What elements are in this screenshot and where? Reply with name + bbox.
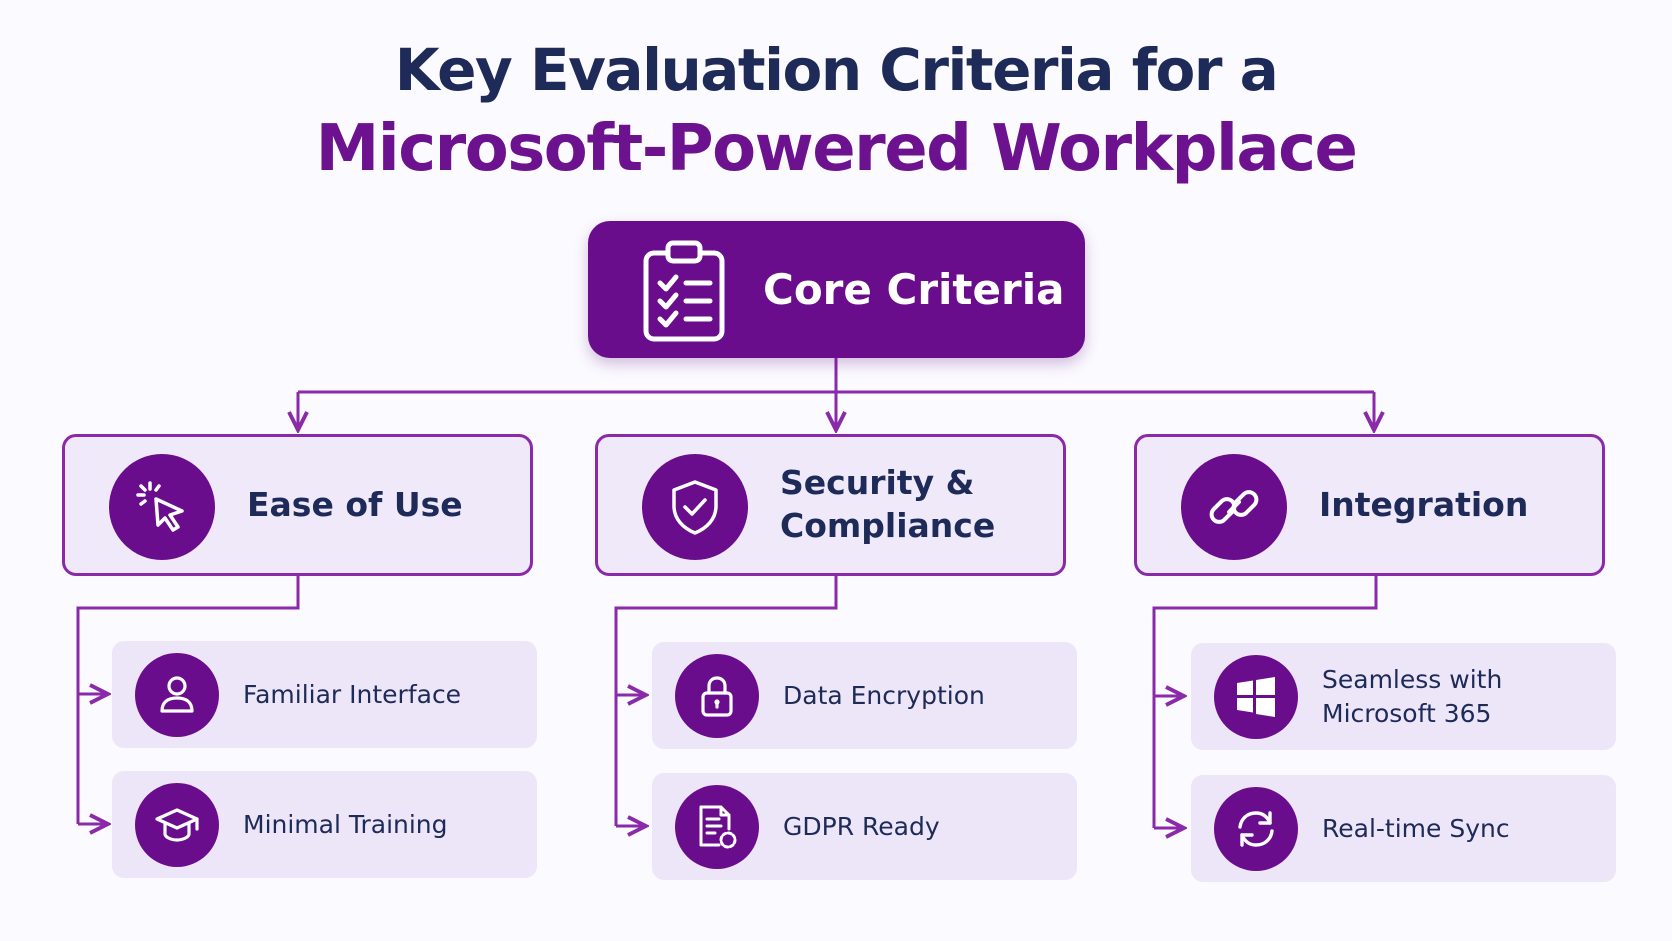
criterion-label-line-1: Ease of Use [247,484,463,524]
sub-item-icon-circle [1214,787,1298,871]
criterion-card-integration: Integration [1134,434,1605,576]
sub-item-seamless-microsoft-365: Seamless with Microsoft 365 [1191,643,1616,750]
criterion-label: Security & Compliance [780,437,1060,573]
criterion-label: Integration [1319,437,1599,573]
sub-item-label-line-1: Data Encryption [783,680,985,710]
page-title-line-1: Key Evaluation Criteria for a [394,36,1279,104]
sub-item-real-time-sync: Real-time Sync [1191,775,1616,882]
integration-icon-circle [1181,454,1287,560]
padlock-icon [701,676,733,717]
shield-check-icon [672,480,718,535]
sub-item-label-line-1: GDPR Ready [783,811,940,841]
sub-item-icon-circle [1214,655,1298,739]
graduation-cap-icon [155,808,199,842]
criterion-card-ease-of-use: Ease of Use [62,434,533,576]
clipboard-checklist-icon [643,240,725,342]
page-title-line-2: Microsoft-Powered Workplace [315,112,1358,186]
user-icon [160,676,194,713]
criterion-label: Ease of Use [247,437,527,573]
sub-item-label: Familiar Interface [243,641,533,748]
sub-item-label: Minimal Training [243,771,533,878]
connector-security-branch [614,576,838,826]
windows-logo-icon [1237,677,1275,717]
sub-item-label: Data Encryption [783,642,1073,749]
core-criteria-label: Core Criteria [763,265,1065,314]
chain-link-icon [1209,490,1259,524]
criterion-label-line-1: Security & [780,463,975,503]
sub-item-data-encryption: Data Encryption [652,642,1077,749]
sub-item-label: Real-time Sync [1322,775,1612,882]
connector-integration-branch [1152,576,1378,828]
sub-item-gdpr-ready: GDPR Ready [652,773,1077,880]
connector-ease-branch [76,576,300,824]
ease-of-use-icon-circle [109,454,215,560]
sub-item-icon-circle [675,654,759,738]
sub-item-label-line-1: Familiar Interface [243,679,462,709]
sub-item-icon-circle [135,783,219,867]
sub-item-minimal-training: Minimal Training [112,771,537,878]
criterion-card-security-compliance: Security & Compliance [595,434,1066,576]
cursor-click-icon [136,481,184,532]
sync-arrows-icon [1238,811,1274,847]
sub-item-icon-circle [135,653,219,737]
sub-item-label-line-1: Seamless with [1322,664,1503,694]
sub-item-label: Seamless with Microsoft 365 [1322,643,1612,750]
sub-item-label-line-1: Minimal Training [243,809,448,839]
sub-item-label: GDPR Ready [783,773,1073,880]
core-criteria-node: Core Criteria [588,221,1085,358]
sub-item-label-line-1: Real-time Sync [1322,813,1510,843]
criterion-label-line-2: Compliance [780,506,996,545]
sub-item-familiar-interface: Familiar Interface [112,641,537,748]
sub-item-icon-circle [675,785,759,869]
criterion-label-line-1: Integration [1319,484,1529,524]
security-icon-circle [642,454,748,560]
sub-item-label-line-2: Microsoft 365 [1322,698,1492,728]
document-icon [699,805,737,849]
